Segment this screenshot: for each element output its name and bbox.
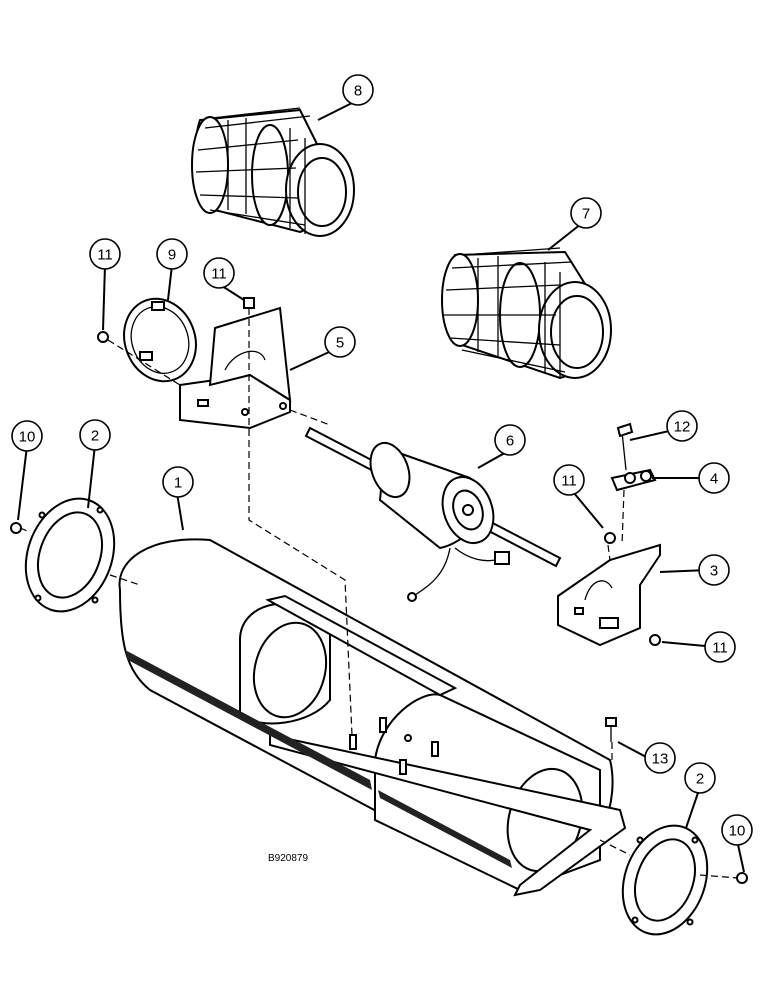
callout-number: 12 — [674, 419, 691, 436]
nut — [97, 331, 109, 343]
callout-circle — [684, 762, 716, 794]
callout-number: 5 — [336, 335, 344, 352]
drawing-reference: B920879 — [268, 853, 308, 864]
callout-number: 2 — [91, 428, 99, 445]
callout-3: 3 — [698, 554, 730, 586]
callout-number: 7 — [582, 206, 590, 223]
callout-circle — [644, 742, 676, 774]
callout-11: 11 — [553, 464, 585, 496]
callout-circle — [666, 410, 698, 442]
screw — [10, 522, 22, 534]
callout-2: 2 — [684, 762, 716, 794]
callout-circle — [553, 464, 585, 496]
flange-ring-right — [621, 824, 709, 936]
callout-2: 2 — [79, 419, 111, 451]
nut — [649, 634, 661, 646]
callout-number: 11 — [561, 473, 577, 490]
resistor-assembly — [610, 422, 657, 492]
blower-wheel-lower — [441, 247, 612, 380]
callout-5: 5 — [324, 326, 356, 358]
callout-circle — [570, 197, 602, 229]
callout-number: 10 — [729, 823, 746, 840]
callout-number: 1 — [174, 475, 182, 492]
hardware — [10, 297, 748, 884]
motor-band — [123, 297, 197, 383]
callout-circle — [494, 424, 526, 456]
callout-circle — [698, 462, 730, 494]
callout-circle — [79, 419, 111, 451]
callout-13: 13 — [644, 742, 676, 774]
callout-1: 1 — [162, 466, 194, 498]
blower-wheel-upper — [191, 107, 355, 237]
nut — [604, 532, 616, 544]
callout-11: 11 — [89, 238, 121, 270]
callout-7: 7 — [570, 197, 602, 229]
bolt — [605, 717, 617, 727]
callout-9: 9 — [156, 238, 188, 270]
callout-number: 9 — [168, 247, 176, 264]
callout-11: 11 — [704, 631, 736, 663]
callout-number: 10 — [19, 429, 36, 446]
callout-circle — [721, 814, 753, 846]
callout-number: 6 — [506, 433, 514, 450]
callout-number: 8 — [354, 83, 362, 100]
callout-circle — [162, 466, 194, 498]
callout-11: 11 — [203, 257, 235, 289]
callout-number: 11 — [211, 266, 227, 283]
mounting-bracket-upper — [179, 306, 292, 430]
callout-4: 4 — [698, 462, 730, 494]
callout-circle — [156, 238, 188, 270]
callout-number: 3 — [710, 563, 718, 580]
callout-number: 2 — [696, 771, 704, 788]
callout-12: 12 — [666, 410, 698, 442]
nut — [243, 297, 255, 309]
callout-circle — [704, 631, 736, 663]
callout-number: 11 — [712, 640, 728, 657]
mounting-bracket-lower — [557, 543, 661, 647]
callout-circle — [698, 554, 730, 586]
callout-circle — [11, 420, 43, 452]
screw — [736, 872, 748, 884]
callout-number: 11 — [97, 247, 113, 264]
blower-housing — [118, 538, 627, 897]
callout-10: 10 — [11, 420, 43, 452]
callout-number: 4 — [710, 471, 718, 488]
callout-number: 13 — [652, 751, 669, 768]
callout-circle — [89, 238, 121, 270]
callout-circle — [203, 257, 235, 289]
blower-motor — [304, 426, 562, 602]
callout-6: 6 — [494, 424, 526, 456]
callout-circle — [342, 74, 374, 106]
callout-10: 10 — [721, 814, 753, 846]
flange-ring-left — [24, 497, 116, 613]
callout-circle — [324, 326, 356, 358]
callout-8: 8 — [342, 74, 374, 106]
assembly-lines — [19, 308, 739, 879]
